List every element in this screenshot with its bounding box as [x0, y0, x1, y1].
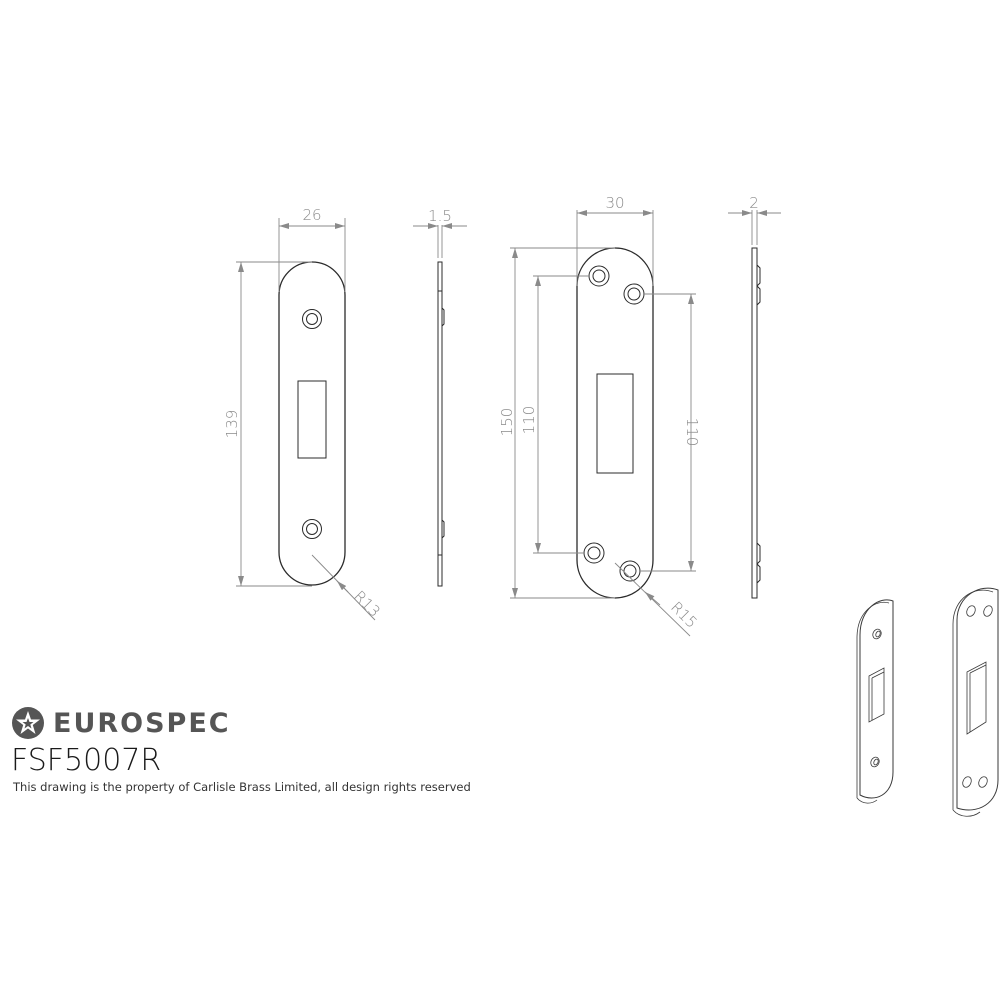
latch-slot	[297, 380, 327, 459]
isometric-plate-a	[856, 599, 894, 804]
star-in-circle-icon	[12, 707, 44, 739]
dim-width-a: 26	[302, 206, 321, 224]
latch-slot	[596, 373, 634, 474]
screw-hole-icon	[623, 283, 645, 305]
dim-width-b: 30	[605, 194, 624, 212]
screw-hole-icon	[583, 542, 605, 564]
screw-hole-icon	[302, 519, 322, 539]
plate-b-front-view: 30 150 110 110 R15	[498, 194, 701, 637]
dim-hole-spacing-right: 110	[683, 418, 701, 447]
dim-thickness-a: 1.5	[428, 207, 452, 225]
product-code: FSF5007R	[11, 743, 162, 778]
screw-hole-icon	[302, 309, 322, 329]
brand-name: EUROSPEC	[53, 707, 231, 739]
isometric-plate-b	[952, 587, 999, 817]
dim-hole-spacing-left: 110	[520, 406, 538, 435]
dim-radius-a: R13	[350, 587, 384, 621]
plate-a-outline	[278, 261, 346, 586]
dim-height-a: 139	[223, 410, 241, 439]
plate-b-outline	[576, 247, 654, 599]
title-block: EUROSPEC FSF5007R This drawing is the pr…	[11, 705, 471, 794]
dim-radius-b: R15	[667, 598, 701, 632]
screw-hole-icon	[588, 265, 610, 287]
dim-thickness-b: 2	[749, 194, 759, 212]
plate-a-side-view: 1.5	[413, 207, 467, 587]
copyright-notice: This drawing is the property of Carlisle…	[13, 780, 471, 794]
plate-a-front-view: 26 139 R13	[223, 206, 384, 621]
dim-height-b: 150	[498, 408, 516, 437]
plate-b-side-view: 2	[728, 194, 781, 599]
brand: EUROSPEC	[11, 705, 471, 741]
